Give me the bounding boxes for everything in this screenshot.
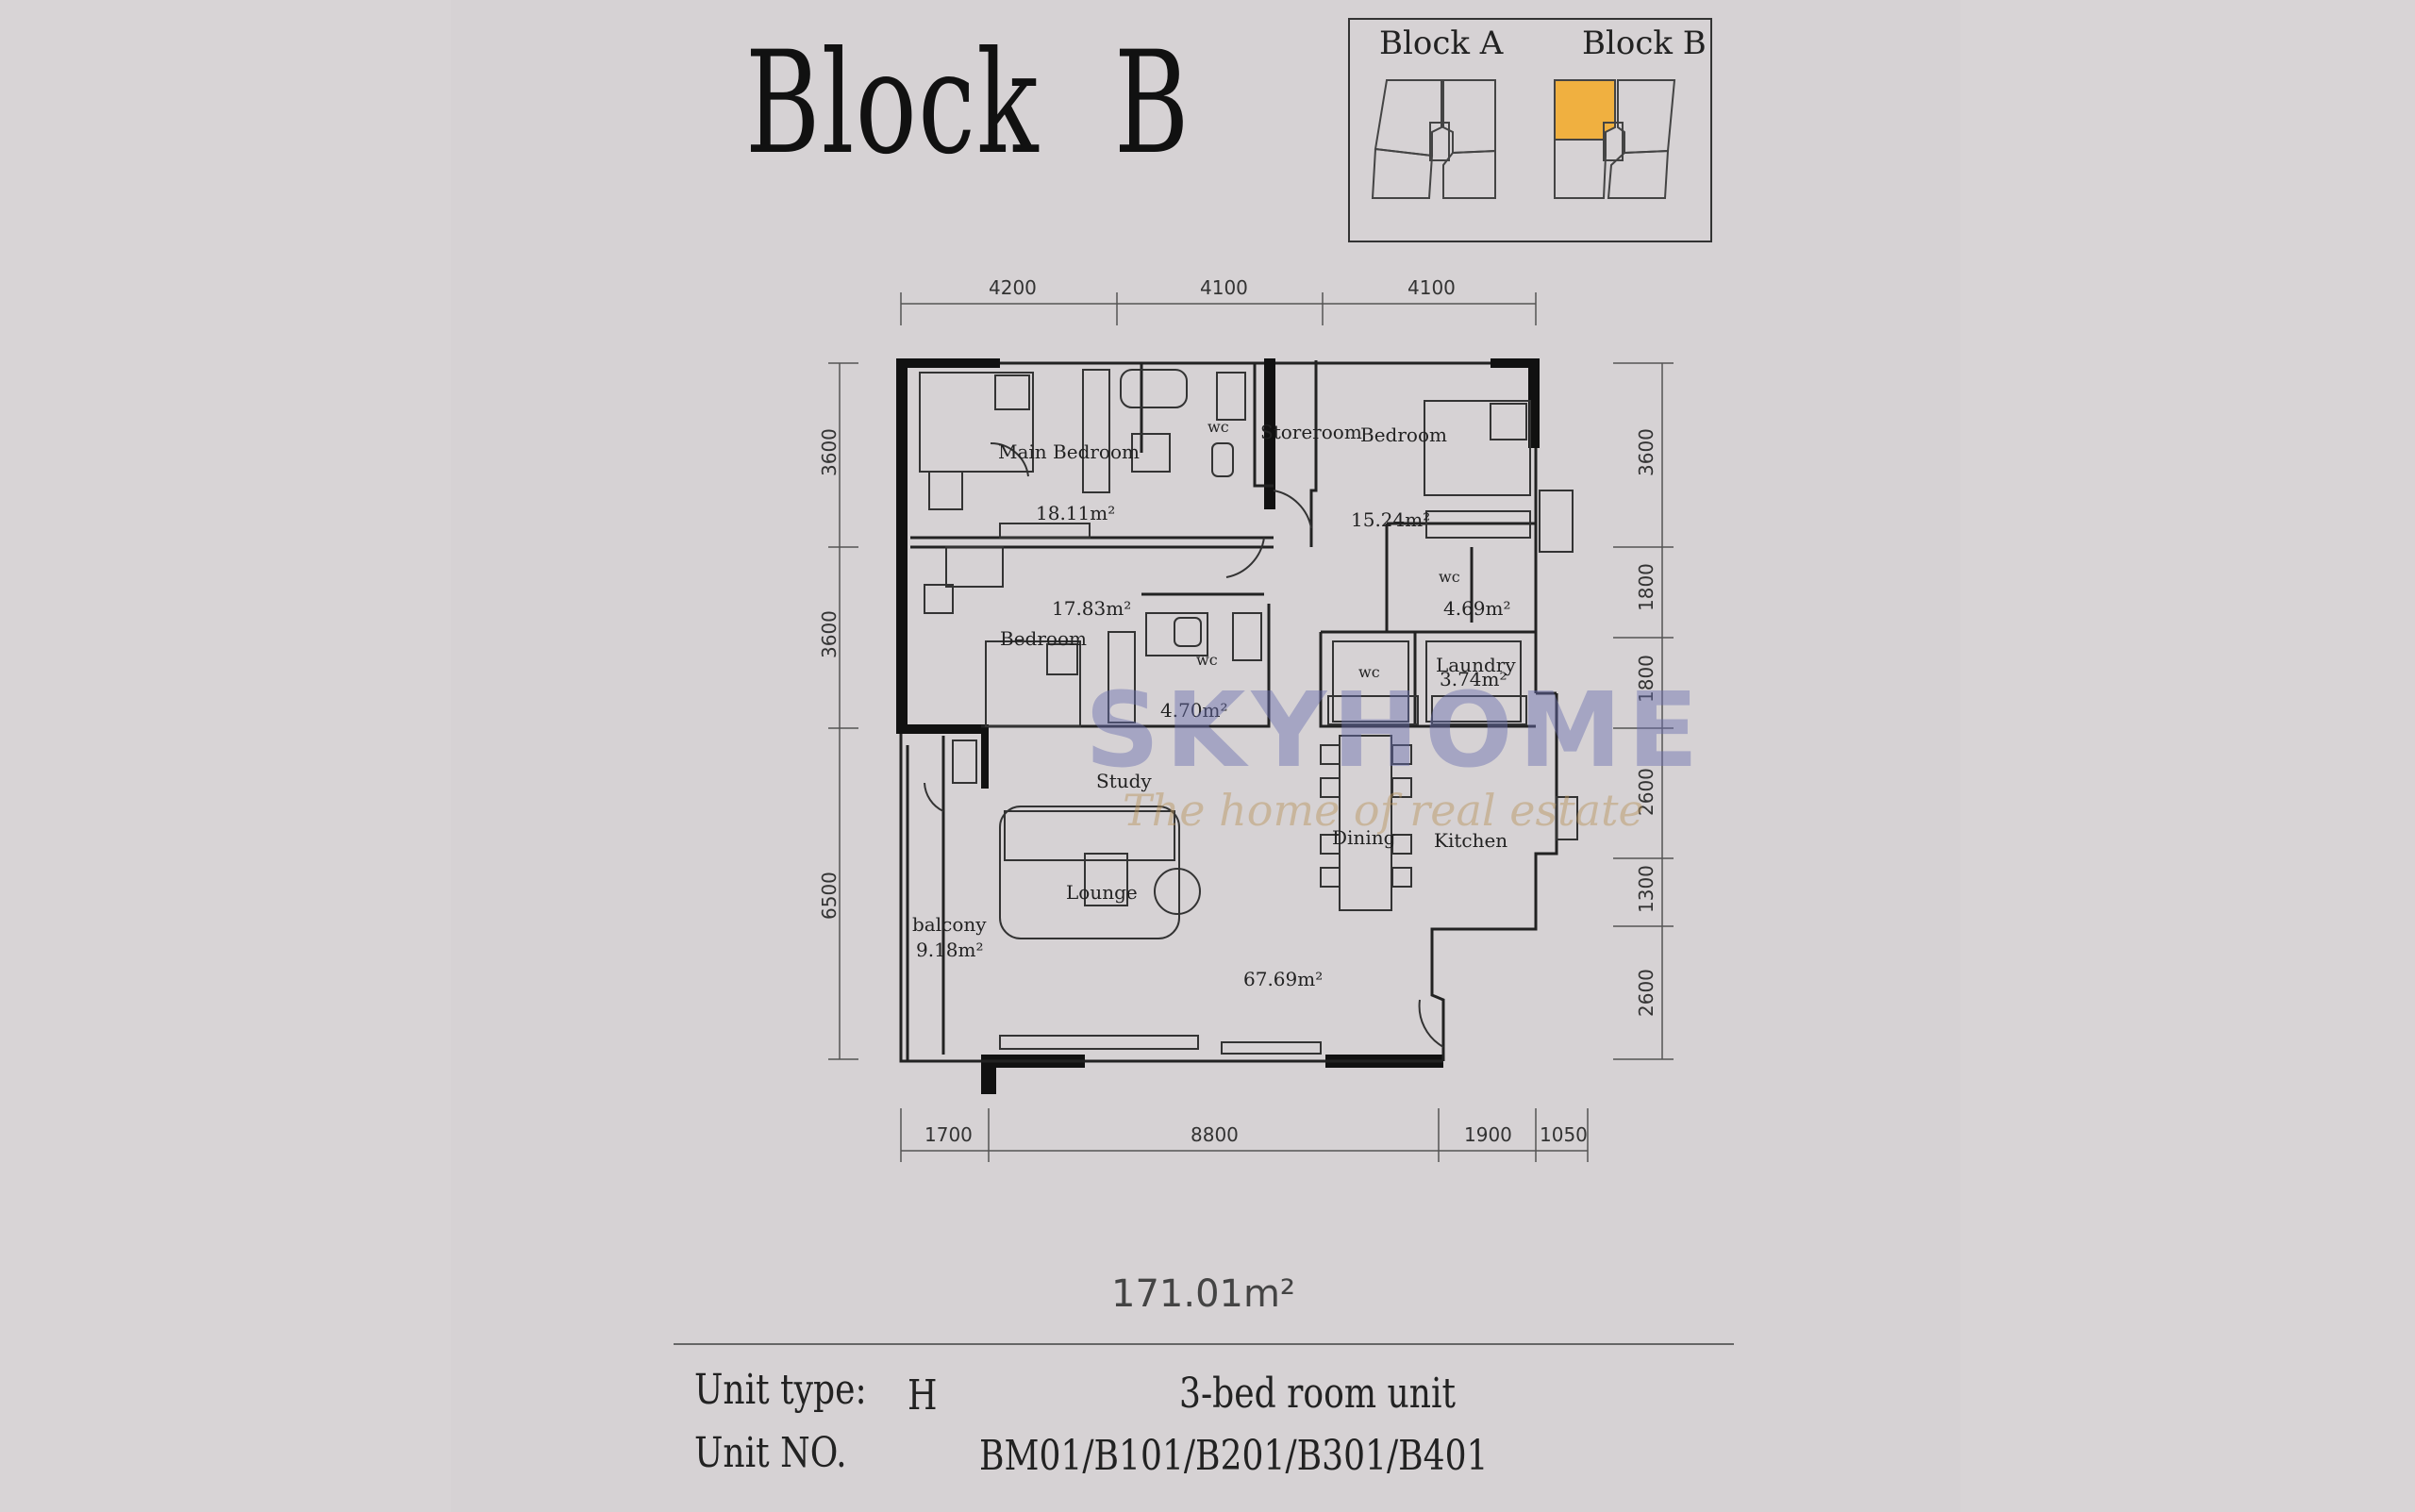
label-storeroom: Storeroom <box>1260 421 1362 443</box>
footer-divider <box>674 1343 1734 1345</box>
area-laundry: 3.74m² <box>1440 668 1507 690</box>
unit-no-label: Unit NO. <box>694 1429 847 1477</box>
watermark-tagline: The home of real estate <box>1123 785 1644 836</box>
dim-left-1: 3600 <box>818 428 841 476</box>
area-bedroom-ne: 15.24m² <box>1351 508 1430 531</box>
key-plan: Block A Block B <box>1348 18 1712 242</box>
label-lounge: Lounge <box>1066 881 1138 904</box>
dim-left-2: 3600 <box>818 610 841 658</box>
label-bedroom-w: Bedroom <box>1000 627 1087 650</box>
label-balcony: balcony <box>912 913 987 936</box>
dim-bottom-3: 1900 <box>1464 1123 1512 1146</box>
area-main-bedroom: 18.11m² <box>1036 502 1115 524</box>
dim-top-1: 4200 <box>989 276 1037 299</box>
walls <box>896 358 1558 1094</box>
block-title: Block B <box>745 22 1191 186</box>
dim-bottom-2: 8800 <box>1191 1123 1239 1146</box>
label-dining: Dining <box>1332 826 1396 849</box>
bed-count-label: 3-bed room unit <box>1179 1370 1457 1418</box>
label-wc-2: wc <box>1439 568 1460 586</box>
unit-no-value: BM01/B101/B201/B301/B401 <box>979 1432 1489 1480</box>
dim-right-1: 3600 <box>1635 428 1657 476</box>
dim-right-3: 1800 <box>1635 655 1657 703</box>
dim-left-3: 6500 <box>818 872 841 920</box>
dim-right-2: 1800 <box>1635 563 1657 611</box>
furniture <box>919 369 1578 1055</box>
label-wc-1: wc <box>1208 418 1229 436</box>
label-wc-4: wc <box>1358 663 1380 681</box>
unit-type-label: Unit type: <box>694 1366 867 1414</box>
dimension-lines <box>828 292 1674 1162</box>
area-wc-3: 4.70m² <box>1160 699 1228 722</box>
unit-type-value: H <box>908 1371 938 1420</box>
label-bedroom-ne: Bedroom <box>1360 424 1447 446</box>
dim-right-6: 2600 <box>1635 969 1657 1017</box>
label-wc-3: wc <box>1196 651 1218 669</box>
dim-top-3: 4100 <box>1407 276 1456 299</box>
floor-plan-sheet <box>451 0 1960 1512</box>
label-main-bedroom: Main Bedroom <box>998 440 1140 463</box>
total-area: 171.01m² <box>1111 1272 1295 1316</box>
area-balcony: 9.18m² <box>916 939 984 961</box>
dim-top-2: 4100 <box>1200 276 1248 299</box>
area-wc-2: 4.69m² <box>1443 597 1511 620</box>
label-kitchen: Kitchen <box>1434 829 1507 852</box>
label-study: Study <box>1096 770 1152 792</box>
dim-right-4: 2600 <box>1635 768 1657 816</box>
key-plan-block-a <box>1371 79 1496 199</box>
label-laundry: Laundry <box>1436 654 1516 676</box>
key-plan-block-a-label: Block A <box>1379 25 1504 62</box>
watermark-brand: SKYHOME <box>1085 670 1704 790</box>
dim-bottom-4: 1050 <box>1540 1123 1588 1146</box>
area-bedroom-w: 17.83m² <box>1052 597 1131 620</box>
key-plan-block-b-label: Block B <box>1582 25 1707 62</box>
key-plan-block-b <box>1554 79 1676 199</box>
area-living: 67.69m² <box>1243 968 1323 990</box>
dim-right-5: 1300 <box>1635 865 1657 913</box>
watermark: SKYHOME The home of real estate <box>1085 670 1704 836</box>
dim-bottom-1: 1700 <box>924 1123 973 1146</box>
